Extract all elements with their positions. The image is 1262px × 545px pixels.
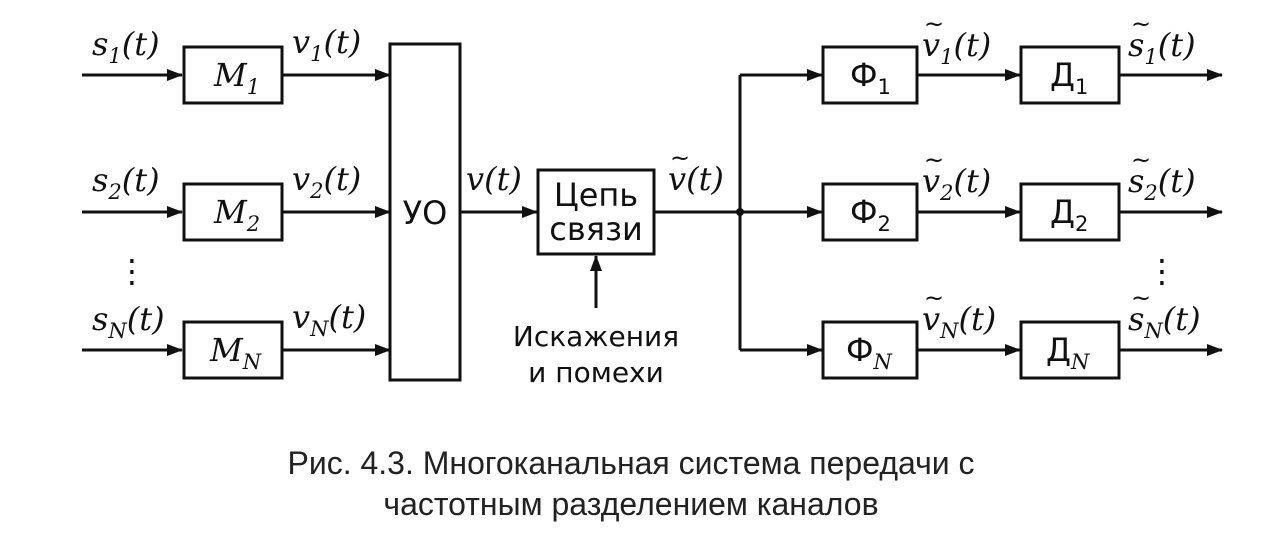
detector-1 <box>1019 45 1121 105</box>
mod-output-label-n: vN(t) <box>292 298 366 341</box>
detector-label-n: ДN <box>1046 331 1090 374</box>
modulator-label-n: MN <box>209 331 262 374</box>
output-tilde-1: ~ <box>1131 10 1151 38</box>
modulator-2 <box>182 182 284 242</box>
caption-line1: Рис. 4.3. Многоканальная система передач… <box>287 445 974 481</box>
filter-output-label-2: v2(t) <box>922 162 991 205</box>
filter-output-tilde-1: ~ <box>924 10 944 38</box>
channel-label-line2: связи <box>549 210 643 248</box>
output-stage: Ф1 ~ v1(t) Д1 ~ s1(t) Ф2 ~ v2(t) Д2 ~ s2… <box>740 10 1223 380</box>
filter-output-label-n: vN(t) <box>922 300 996 343</box>
input-label-1: s1(t) <box>92 25 160 68</box>
noise-label-line2: и помехи <box>528 356 664 389</box>
ellipsis-left: ⋮ <box>116 252 148 290</box>
detector-label-2: Д2 <box>1050 193 1088 236</box>
mod-output-label-2: v2(t) <box>292 160 361 203</box>
received-signal-tilde: ~ <box>670 144 690 172</box>
detector-label-1: Д1 <box>1050 56 1088 99</box>
caption-line2: частотным разделением каналов <box>383 486 878 522</box>
filter-label-2: Ф2 <box>850 193 891 236</box>
combiner-block: УО <box>388 42 462 382</box>
input-stage: s1(t) M1 v1(t) s2(t) M2 v2(t) ⋮ sN(t) MN… <box>82 23 391 380</box>
noise-label-line1: Искажения <box>513 320 679 353</box>
ellipsis-right: ⋮ <box>1146 252 1178 290</box>
input-label-n: sN(t) <box>92 300 165 343</box>
channel-block: Цепь связи <box>536 168 656 256</box>
modulator-label-1: M1 <box>213 56 260 99</box>
detector-2 <box>1019 182 1121 242</box>
filter-n <box>821 320 919 380</box>
filter-output-tilde-n: ~ <box>924 284 944 312</box>
output-label-1: s1(t) <box>1128 26 1196 69</box>
detector-n <box>1019 320 1121 380</box>
mod-output-label-1: v1(t) <box>292 23 361 66</box>
output-label-n: sN(t) <box>1128 300 1201 343</box>
group-signal-label: v(t) <box>466 160 522 198</box>
input-label-2: s2(t) <box>92 161 160 204</box>
channel-box <box>536 168 656 256</box>
channel-label-line1: Цепь <box>554 176 638 214</box>
filter-label-n: ФN <box>846 331 893 374</box>
received-signal-label: v(t) <box>668 160 724 198</box>
filter-label-1: Ф1 <box>850 56 891 99</box>
modulator-label-2: M2 <box>213 193 260 236</box>
output-tilde-2: ~ <box>1131 146 1151 174</box>
filter-output-label-1: v1(t) <box>922 26 991 69</box>
output-tilde-n: ~ <box>1131 284 1151 312</box>
output-label-2: s2(t) <box>1128 162 1196 205</box>
filter-output-tilde-2: ~ <box>924 146 944 174</box>
modulator-n <box>182 320 284 380</box>
combiner-label: УО <box>403 194 448 232</box>
